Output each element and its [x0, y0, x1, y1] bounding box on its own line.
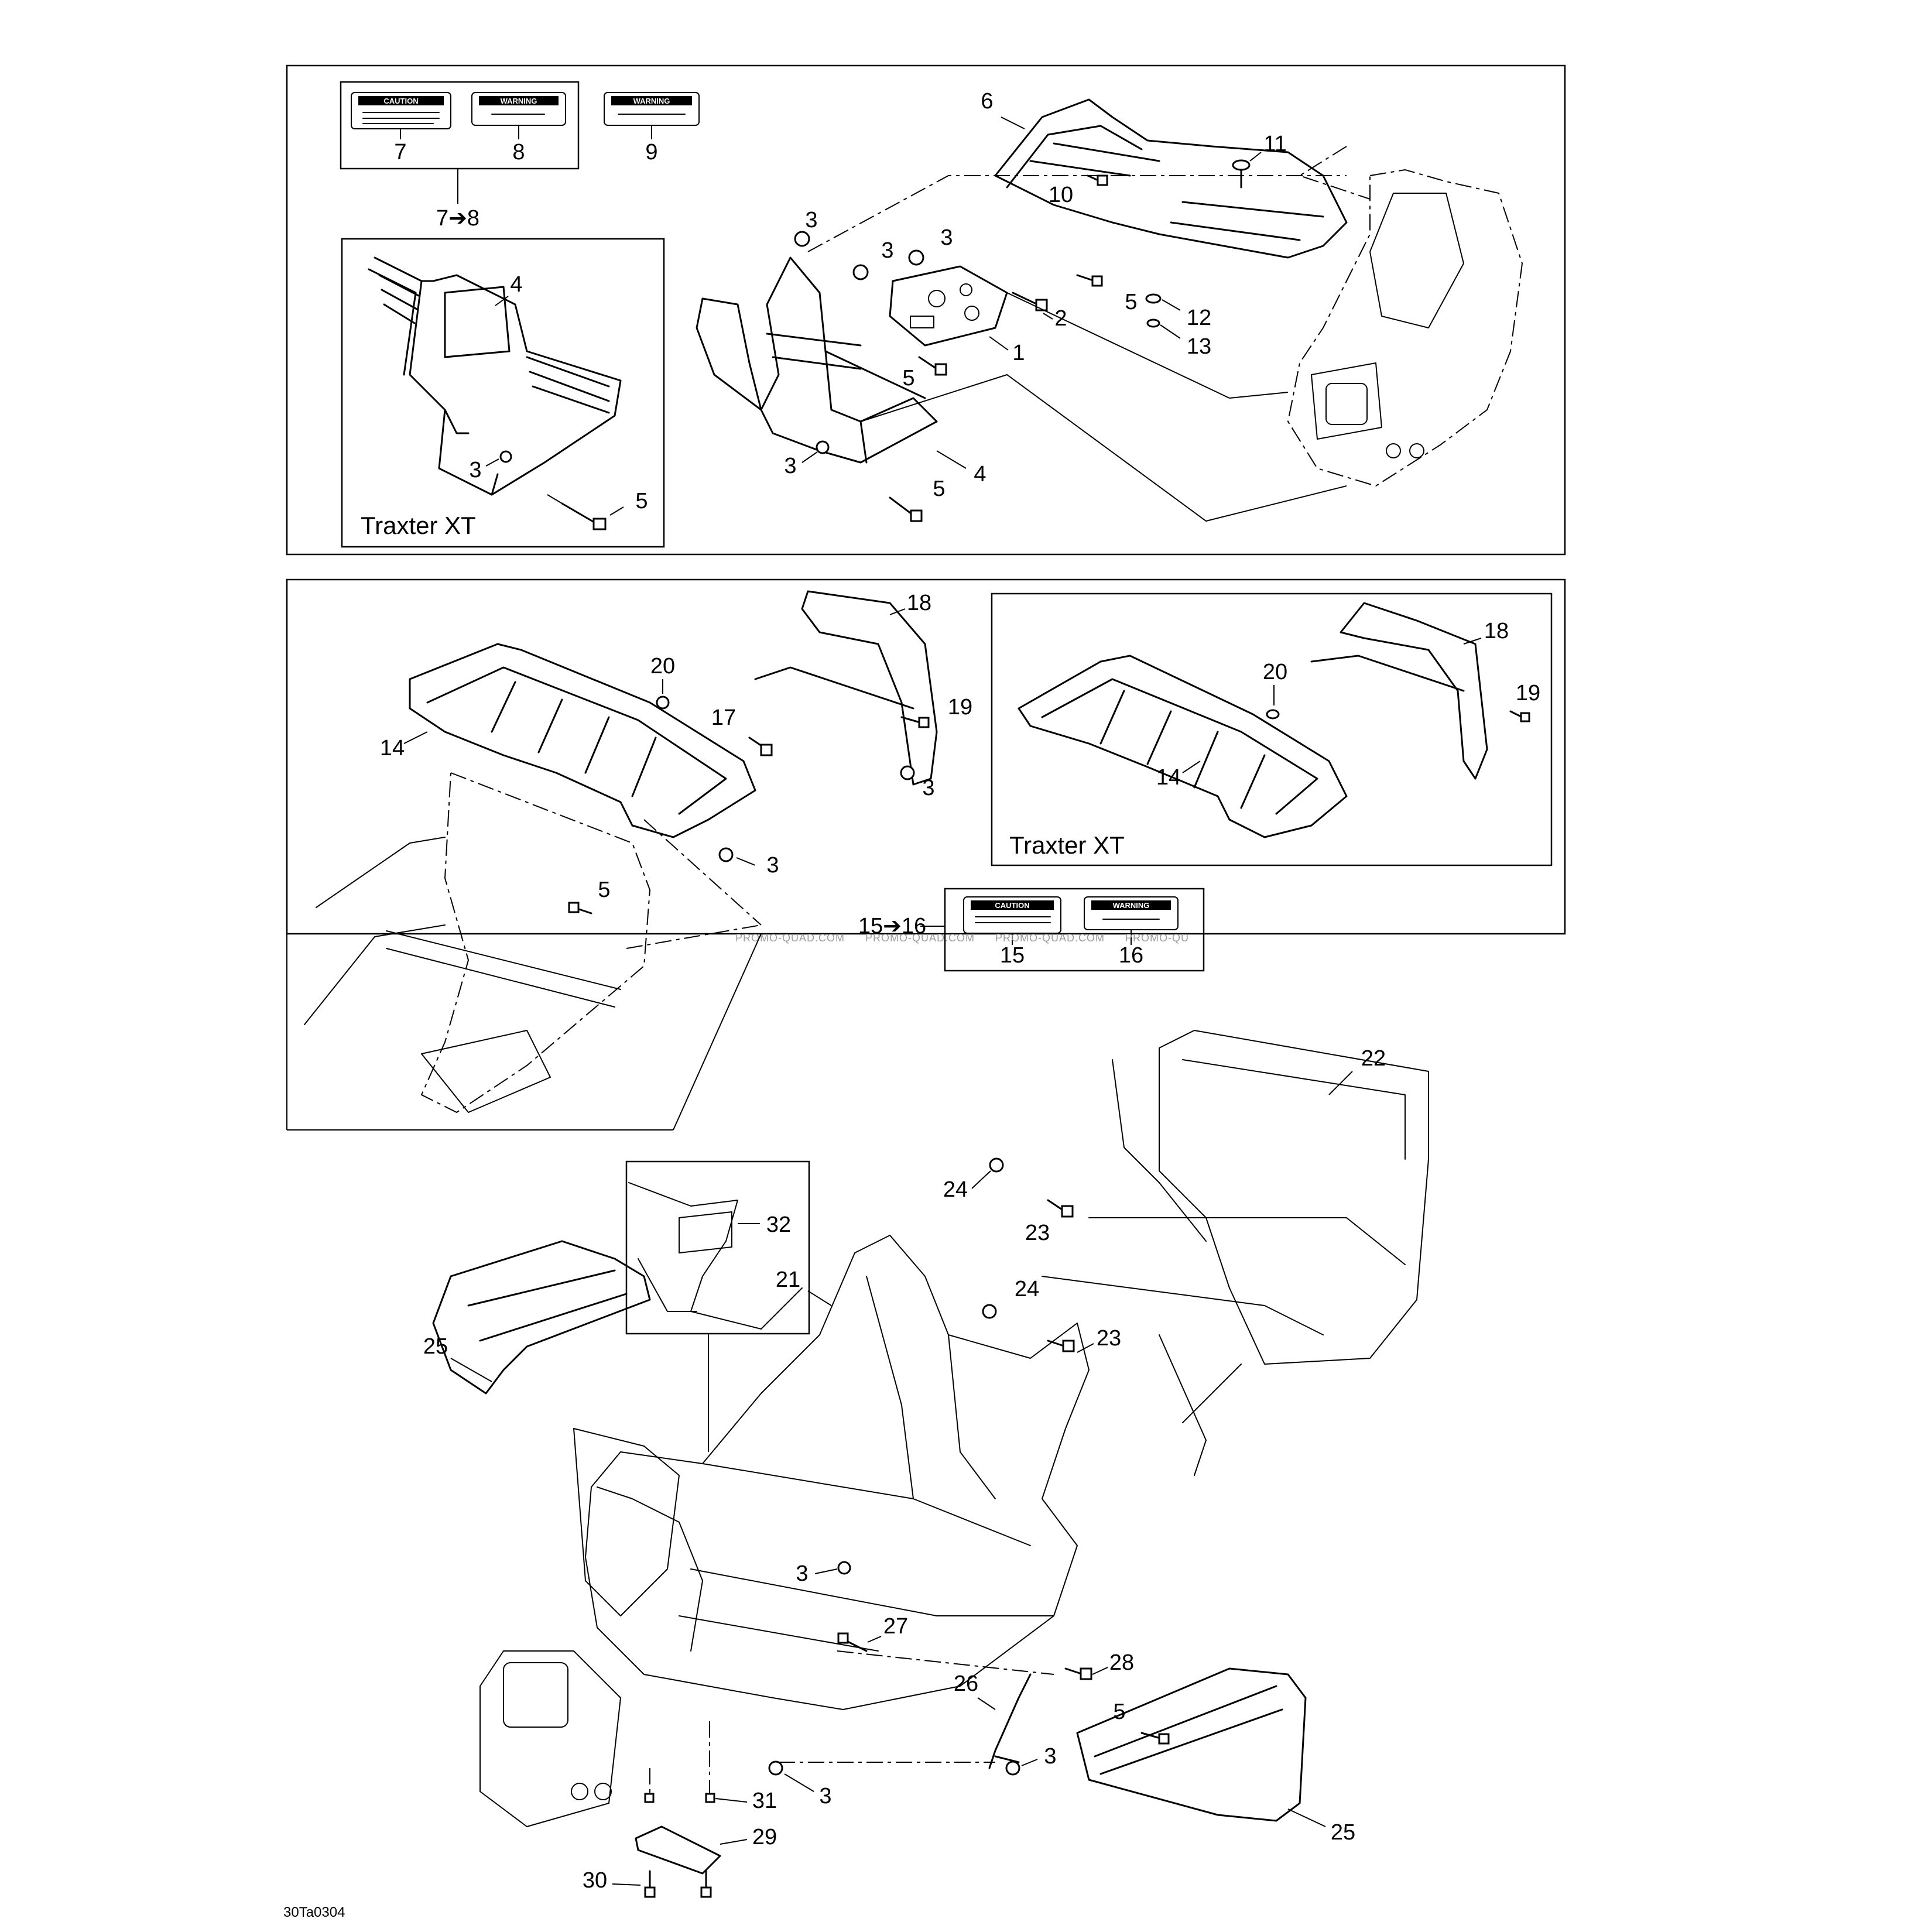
- decal-7: CAUTION: [351, 92, 451, 129]
- decal-set-15-16: 15➔16: [858, 914, 926, 938]
- panel-rear-rack: [286, 578, 1566, 935]
- label-traxter-xt-rear: Traxter XT: [1009, 831, 1125, 859]
- front-bumper-xt: [368, 256, 622, 496]
- decal-8: WARNING: [471, 92, 566, 126]
- inset-traxter-xt-front: [341, 238, 665, 548]
- decal-group-box-rear: [944, 888, 1205, 972]
- callout-3g: 3: [766, 853, 779, 878]
- svg-text:CAUTION: CAUTION: [995, 901, 1029, 910]
- watermark-4: PROMO-QU: [1125, 932, 1189, 944]
- front-top-rack: [994, 98, 1348, 259]
- panel-front-rack: [286, 64, 1566, 556]
- callout-9: 9: [645, 140, 657, 165]
- callout-16: 16: [1119, 943, 1143, 968]
- main-frame-front: [479, 1235, 1090, 1827]
- decal-15: CAUTION: [963, 896, 1061, 934]
- callout-15: 15: [1000, 943, 1025, 968]
- callout-1: 1: [1012, 341, 1025, 365]
- skid-plate: [635, 1825, 721, 1875]
- callout-21: 21: [776, 1268, 800, 1292]
- frame-front-section: [1287, 169, 1523, 487]
- svg-text:WARNING: WARNING: [1113, 901, 1150, 910]
- svg-text:WARNING: WARNING: [633, 97, 670, 105]
- decal-set-7-8: 7➔8: [436, 206, 479, 231]
- callout-20a: 20: [650, 654, 675, 679]
- callout-27: 27: [883, 1614, 908, 1639]
- callout-25b: 25: [1331, 1820, 1355, 1845]
- callout-4b: 4: [974, 462, 986, 487]
- right-bumper: [1076, 1667, 1307, 1822]
- callout-17: 17: [711, 705, 736, 730]
- callout-26: 26: [954, 1671, 978, 1696]
- callout-19b: 19: [1516, 681, 1540, 705]
- rear-frame-section: [304, 772, 651, 1114]
- callout-12: 12: [1187, 306, 1211, 330]
- callout-5b: 5: [902, 366, 914, 390]
- callout-3a: 3: [469, 458, 481, 482]
- callout-19a: 19: [948, 695, 972, 720]
- callout-14b: 14: [1156, 765, 1181, 790]
- inset-traxter-xt-rear: [991, 592, 1553, 866]
- callout-3c: 3: [881, 238, 893, 263]
- callout-24b: 24: [1015, 1277, 1039, 1301]
- callout-3j: 3: [819, 1784, 831, 1808]
- callout-3f: 3: [922, 776, 934, 800]
- callout-5f: 5: [1113, 1700, 1125, 1724]
- callout-11: 11: [1263, 132, 1286, 156]
- callout-5d: 5: [1125, 290, 1137, 314]
- watermark-2: PROMO-QUAD.COM: [865, 932, 975, 944]
- callout-32: 32: [766, 1212, 791, 1237]
- rear-bumper: [754, 590, 938, 786]
- left-bumper: [432, 1240, 651, 1395]
- callout-13: 13: [1187, 334, 1211, 359]
- callout-24a: 24: [943, 1177, 968, 1202]
- figure-code: 30Ta0304: [283, 1904, 345, 1920]
- callout-29: 29: [752, 1825, 777, 1849]
- callout-31: 31: [752, 1789, 777, 1813]
- callout-8: 8: [512, 140, 525, 165]
- callout-18b: 18: [1484, 619, 1509, 643]
- callout-5a: 5: [635, 489, 648, 513]
- callout-3i: 3: [1044, 1744, 1056, 1769]
- rear-bumper-xt: [1310, 602, 1488, 780]
- front-bumper: [696, 256, 938, 464]
- callout-3b: 3: [805, 208, 817, 232]
- label-traxter-xt-front: Traxter XT: [361, 512, 476, 539]
- callout-28: 28: [1109, 1650, 1134, 1675]
- callout-5e: 5: [598, 878, 610, 902]
- decal-9: WARNING: [604, 92, 700, 126]
- callout-5c: 5: [933, 477, 945, 501]
- decal-group-box: [340, 81, 580, 170]
- callout-30: 30: [583, 1868, 607, 1893]
- watermark-1: PROMO-QUAD.COM: [735, 932, 845, 944]
- callout-14a: 14: [380, 736, 405, 761]
- callout-3e: 3: [784, 454, 796, 478]
- watermark-3: PROMO-QUAD.COM: [995, 932, 1105, 944]
- callout-3h: 3: [796, 1561, 808, 1586]
- callout-7: 7: [394, 140, 406, 165]
- decal-16: WARNING: [1084, 896, 1179, 930]
- callout-25a: 25: [423, 1334, 448, 1359]
- callout-3d: 3: [940, 225, 953, 250]
- svg-text:CAUTION: CAUTION: [383, 97, 418, 105]
- callout-22: 22: [1361, 1046, 1386, 1071]
- callout-20b: 20: [1263, 660, 1287, 684]
- mount-plate: [889, 265, 1008, 347]
- rear-rack: [409, 643, 756, 838]
- callout-23a: 23: [1025, 1221, 1050, 1245]
- callout-4a: 4: [510, 272, 522, 297]
- main-frame-rear: [1042, 1030, 1429, 1476]
- detail-inset-32: [625, 1160, 810, 1335]
- rear-rack-xt: [1018, 655, 1348, 838]
- callout-23b: 23: [1097, 1326, 1121, 1351]
- svg-text:WARNING: WARNING: [501, 97, 537, 105]
- callout-10: 10: [1049, 183, 1073, 207]
- callout-6: 6: [981, 89, 993, 114]
- callout-18a: 18: [907, 591, 931, 615]
- support-rod: [988, 1673, 1032, 1769]
